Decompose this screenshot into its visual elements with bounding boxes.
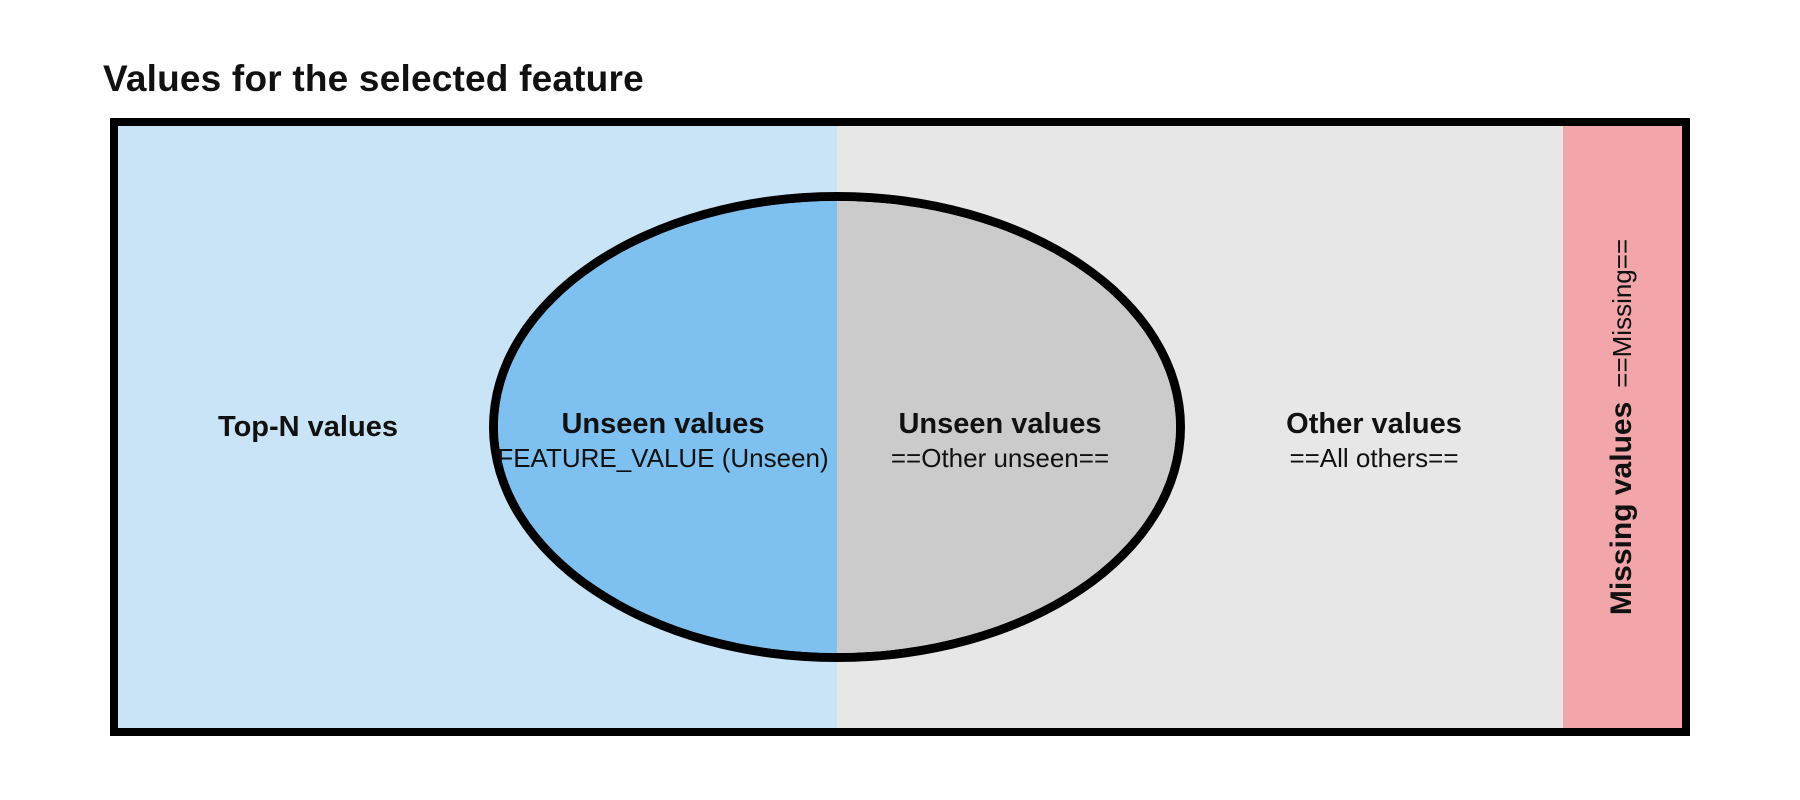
top-n-values-label: Top-N values — [218, 409, 398, 445]
page-title: Values for the selected feature — [103, 58, 644, 99]
missing-values-region — [1563, 126, 1682, 728]
missing-values-label-sub: ==Missing== — [1607, 238, 1637, 388]
unseen-other-label-title: Unseen values — [898, 408, 1102, 440]
feature-values-frame: Top-N values Unseen values FEATURE_VALUE… — [110, 118, 1690, 736]
other-values-label: Other values ==All others== — [1286, 406, 1462, 474]
unseen-other-label: Unseen values ==Other unseen== — [891, 406, 1109, 474]
missing-values-label-title: Missing values — [1605, 401, 1638, 616]
missing-values-label: Missing values ==Missing== — [1605, 239, 1639, 615]
unseen-other-label-sub: ==Other unseen== — [890, 443, 1110, 473]
unseen-known-label: Unseen values FEATURE_VALUE (Unseen) — [497, 406, 828, 474]
other-values-label-sub: ==All others== — [1289, 443, 1459, 473]
unseen-known-label-sub: FEATURE_VALUE (Unseen) — [497, 443, 829, 473]
unseen-known-label-title: Unseen values — [561, 408, 765, 440]
top-n-values-label-text: Top-N values — [218, 411, 398, 443]
other-values-label-title: Other values — [1286, 408, 1462, 440]
